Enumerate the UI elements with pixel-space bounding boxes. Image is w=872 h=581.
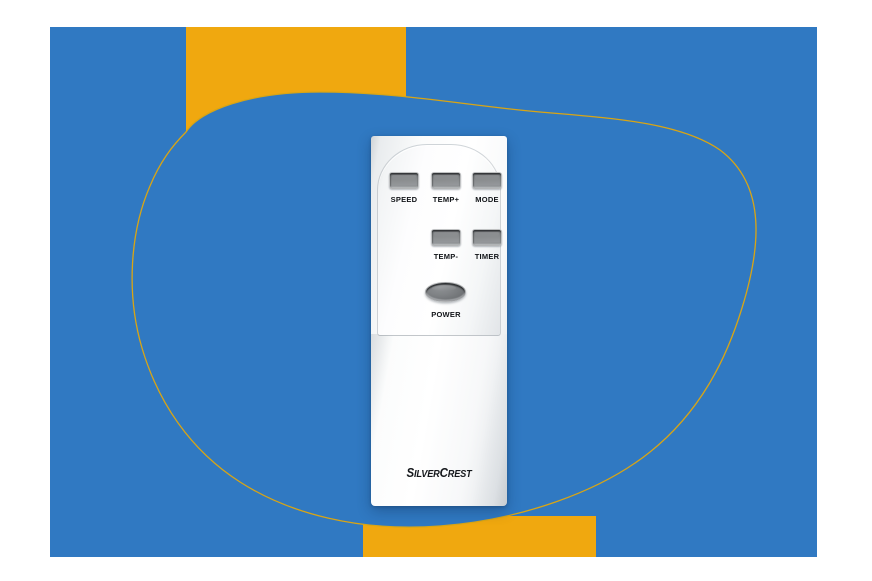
silvercrest-remote-control: SPEED TEMP+ MODE TEMP- TIMER POWER SILVE… — [371, 136, 507, 506]
power-button-label: POWER — [431, 310, 461, 319]
timer-button-label: TIMER — [474, 252, 500, 261]
power-button[interactable] — [425, 282, 466, 302]
brand-logo-rest: REST — [447, 469, 472, 480]
temp-down-button-label: TEMP- — [433, 252, 459, 261]
brand-logo: SILVERCREST — [376, 466, 501, 480]
timer-button[interactable] — [472, 229, 502, 246]
temp-down-button[interactable] — [431, 229, 461, 246]
temp-up-button[interactable] — [431, 172, 461, 189]
brand-logo-ilver: ILVER — [413, 469, 440, 480]
brand-logo-s: S — [406, 466, 414, 480]
mode-button-label: MODE — [475, 195, 499, 204]
speed-button-label: SPEED — [390, 195, 418, 204]
speed-button[interactable] — [389, 172, 419, 189]
brand-logo-c: C — [439, 466, 448, 480]
temp-up-button-label: TEMP+ — [432, 195, 460, 204]
mode-button[interactable] — [472, 172, 502, 189]
